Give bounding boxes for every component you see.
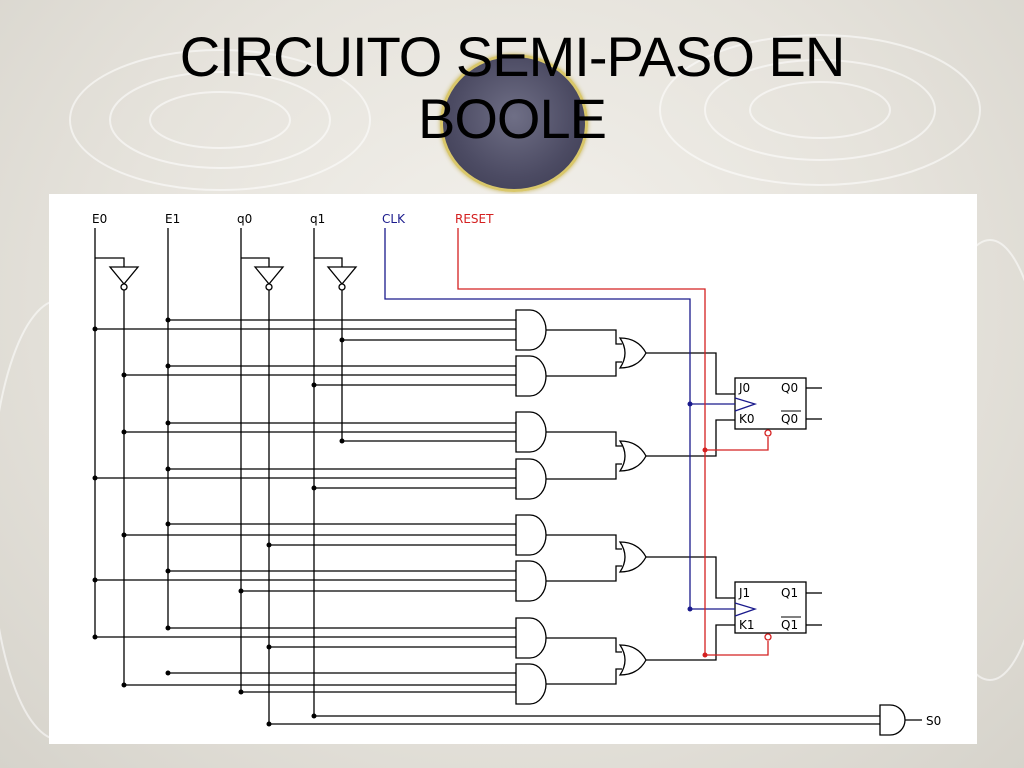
circuit-panel: E0 E1 q0 q1 CLK RESET: [49, 194, 977, 744]
and-gate: [515, 514, 547, 556]
input-label-e1: E1: [165, 212, 180, 226]
and-gate: [515, 309, 547, 351]
or-gate: [618, 337, 647, 369]
inverters: [108, 266, 358, 291]
or-gate: [618, 644, 647, 676]
and-gate: [515, 560, 547, 602]
and-gate: [515, 355, 547, 397]
input-label-q1: q1: [310, 212, 325, 226]
reset-wire: [457, 228, 772, 656]
not-gate-q0: [253, 266, 285, 286]
ff1-q-label: Q1: [781, 586, 798, 600]
and-gate: [515, 411, 547, 453]
ff0-j-label: J0: [738, 381, 750, 395]
ff0-k-label: K0: [739, 412, 755, 426]
not-gate-e0: [108, 266, 140, 286]
and-gates: [515, 309, 906, 736]
or-gates: [618, 337, 647, 676]
junction-dots: [92, 317, 345, 727]
output-label-s0: S0: [926, 714, 941, 728]
title-line-2: BOOLE: [418, 87, 607, 150]
reset-junctions: [702, 447, 708, 658]
ff0-q-label: Q0: [781, 381, 798, 395]
reset-label: RESET: [455, 212, 494, 226]
or-gate: [618, 440, 647, 472]
and-gate: [515, 617, 547, 659]
ff0-qbar-label: Q0: [781, 412, 798, 426]
ff1-j-label: J1: [738, 586, 750, 600]
clk-label: CLK: [382, 212, 406, 226]
and-gate-output: [879, 704, 906, 736]
circuit-diagram: E0 E1 q0 q1 CLK RESET: [92, 212, 941, 736]
title-line-1: CIRCUITO SEMI-PASO EN: [179, 25, 846, 88]
input-label-e0: E0: [92, 212, 107, 226]
or-gate: [618, 541, 647, 573]
input-label-q0: q0: [237, 212, 252, 226]
flipflop-0: J0 K0 Q0 Q0: [734, 377, 807, 430]
ff1-k-label: K1: [739, 618, 755, 632]
ff1-qbar-label: Q1: [781, 618, 798, 632]
clk-wire: [384, 228, 758, 617]
and-gate: [515, 458, 547, 500]
wires: [94, 228, 922, 725]
clk-junctions: [687, 401, 693, 612]
slide-title: CIRCUITO SEMI-PASO EN BOOLE: [0, 26, 1024, 150]
not-gate-q1: [326, 266, 358, 286]
flipflop-1: J1 K1 Q1 Q1: [734, 581, 807, 634]
and-gate: [515, 663, 547, 705]
title-orb: [440, 54, 588, 192]
